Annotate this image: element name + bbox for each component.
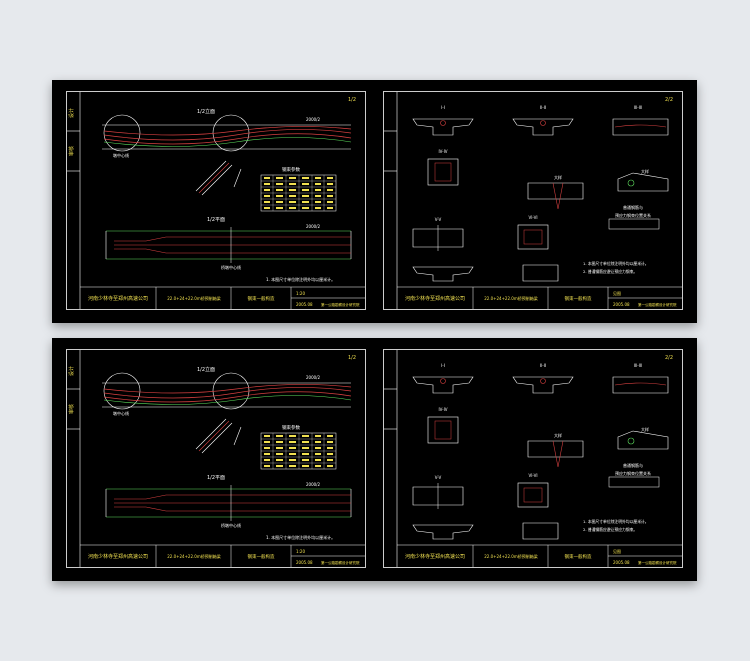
- section-title: 1/2平面: [207, 217, 225, 223]
- cad-drawing-svg: 2/2 I-I II-II III-III IV-IV 大样 大样 V-V VI…: [383, 349, 683, 568]
- view-label: 大样: [554, 432, 562, 438]
- view-label: 大样: [554, 174, 562, 180]
- dim-label-bottom: 2000/2: [306, 482, 321, 487]
- drawing-type: 钢束一般构造: [565, 553, 592, 560]
- design-unit: 第一公路勘察设计研究院: [638, 302, 677, 307]
- view-label: IV-IV: [438, 149, 447, 154]
- company-name: 河南少林寺至郑州高速公司: [88, 295, 148, 302]
- view-label: II-II: [540, 363, 546, 368]
- design-unit: 第一公路勘察设计研究院: [638, 560, 677, 565]
- company-name: 河南少林寺至郑州高速公司: [88, 553, 148, 560]
- view-label: 大样: [641, 168, 649, 174]
- date-value: 2005.08: [613, 302, 630, 307]
- drawing-sheet-top: 审核 设计 1/2 1/2立面 2000/2 墩中心线 钢束参数: [52, 80, 697, 323]
- page-mark: 1/2: [348, 355, 356, 361]
- cad-panel-cross-sections: 2/2 I-I II-II III-III IV-IV 大样 大样 V-V: [383, 91, 683, 310]
- view-label: I-I: [441, 105, 445, 110]
- label-center-line: 墩中心线: [113, 410, 129, 416]
- note-text: 1. 本图尺寸单位除注明外均以厘米计。: [266, 534, 335, 540]
- note-text: 1. 本图尺寸单位除注明外均以厘米计。: [266, 276, 335, 282]
- view-label: VI-VI: [528, 473, 537, 478]
- view-title: 1/2立面: [197, 366, 215, 373]
- page-mark: 1/2: [348, 97, 356, 103]
- view-label: VI-VI: [528, 215, 537, 220]
- dim-label-top: 2000/2: [306, 117, 321, 122]
- view-label: III-III: [634, 105, 643, 110]
- side-label: 设计: [68, 366, 75, 376]
- view-label: III-III: [634, 363, 643, 368]
- scale-value: 1:20: [296, 291, 305, 296]
- drawing-sheet-bottom: 审核 设计 1/2 1/2立面 2000/2 墩中心线 钢束参数: [52, 338, 697, 581]
- cad-panel-cross-sections: 2/2 I-I II-II III-III IV-IV 大样 大样 V-V VI…: [383, 349, 683, 568]
- view-label: I-I: [441, 363, 445, 368]
- label-axis: 桥墩中心线: [221, 264, 241, 270]
- label-axis: 桥墩中心线: [221, 522, 241, 528]
- note-title: 普通钢筋与: [623, 204, 643, 210]
- side-label: 审核: [68, 146, 75, 156]
- table-title: 钢束参数: [282, 424, 300, 431]
- note-body: 预应力钢束位置关系: [615, 470, 651, 476]
- view-label: V-V: [435, 475, 442, 480]
- drawing-title: 22.0+24+22.0m桥预制箱梁: [484, 553, 538, 559]
- view-label: IV-IV: [438, 407, 447, 412]
- scale-value: 见图: [613, 548, 621, 554]
- page-mark: 2/2: [665, 355, 673, 361]
- cad-drawing-svg: 审核 设计 1/2 1/2立面 2000/2 墩中心线 钢束参数: [66, 349, 366, 568]
- note-line: 2. 普通钢筋应避让预应力钢束。: [583, 269, 637, 274]
- view-label: V-V: [435, 217, 442, 222]
- side-label: 设计: [68, 108, 75, 118]
- cad-panel-tendon-elevation: 审核 设计 1/2 1/2立面 2000/2 墩中心线 钢束参数: [66, 91, 366, 310]
- cad-drawing-svg: 2/2 I-I II-II III-III IV-IV 大样 大样 V-V: [383, 91, 683, 310]
- dim-label-bottom: 2000/2: [306, 224, 321, 229]
- view-label: 大样: [641, 426, 649, 432]
- view-label: II-II: [540, 105, 546, 110]
- cad-drawing-svg: 审核 设计 1/2 1/2立面 2000/2 墩中心线 钢束参数: [66, 91, 366, 310]
- note-line: 1. 本图尺寸单位除注明外均以厘米计。: [583, 261, 649, 266]
- company-name: 河南少林寺至郑州高速公司: [405, 553, 465, 560]
- table-title: 钢束参数: [282, 166, 300, 173]
- drawing-type: 钢束一般构造: [248, 295, 275, 302]
- label-center-line: 墩中心线: [113, 152, 129, 158]
- note-line: 1. 本图尺寸单位除注明外均以厘米计。: [583, 519, 649, 524]
- drawing-title: 22.0+24+22.0m桥预制箱梁: [167, 295, 221, 301]
- note-title: 普通钢筋与: [623, 462, 643, 468]
- date-value: 2005.08: [296, 302, 313, 307]
- section-title: 1/2平面: [207, 475, 225, 481]
- cad-panel-tendon-elevation: 审核 设计 1/2 1/2立面 2000/2 墩中心线 钢束参数: [66, 349, 366, 568]
- scale-value: 见图: [613, 290, 621, 296]
- scale-value: 1:20: [296, 549, 305, 554]
- drawing-type: 钢束一般构造: [565, 295, 592, 302]
- drawing-title: 22.0+24+22.0m桥预制箱梁: [167, 553, 221, 559]
- design-unit: 第一公路勘察设计研究院: [321, 302, 360, 307]
- side-label: 审核: [68, 404, 75, 414]
- page-mark: 2/2: [665, 97, 673, 103]
- note-line: 2. 普通钢筋应避让预应力钢束。: [583, 527, 637, 532]
- dim-label-top: 2000/2: [306, 375, 321, 380]
- date-value: 2005.08: [613, 560, 630, 565]
- view-title: 1/2立面: [197, 108, 215, 115]
- date-value: 2005.08: [296, 560, 313, 565]
- design-unit: 第一公路勘察设计研究院: [321, 560, 360, 565]
- drawing-type: 钢束一般构造: [248, 553, 275, 560]
- company-name: 河南少林寺至郑州高速公司: [405, 295, 465, 302]
- note-body: 预应力钢束位置关系: [615, 212, 651, 218]
- drawing-title: 22.0+24+22.0m桥预制箱梁: [484, 295, 538, 301]
